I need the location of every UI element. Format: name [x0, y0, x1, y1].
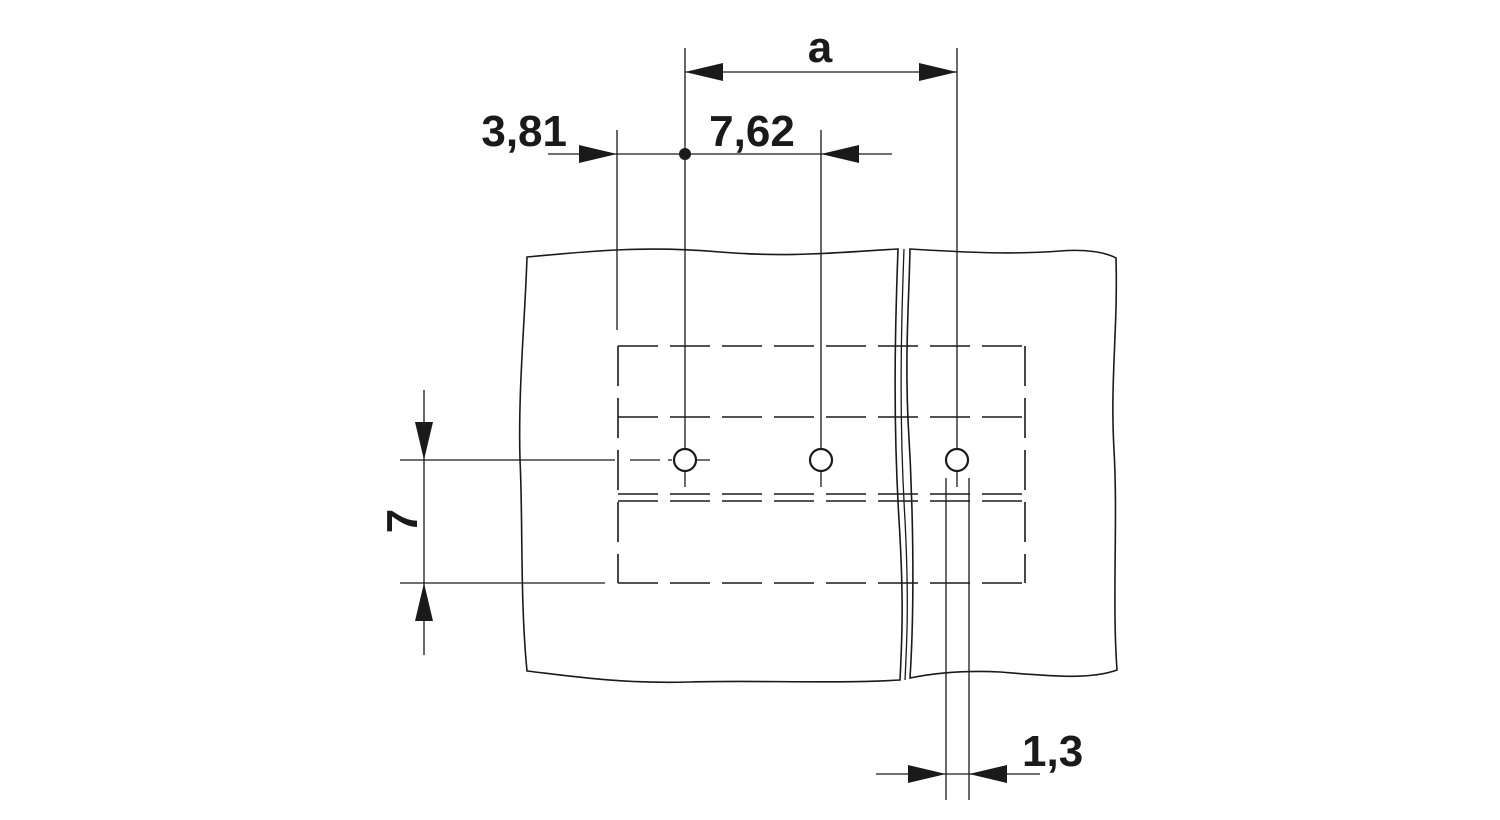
dim-label-pitch: 7,62	[709, 107, 795, 156]
pcb-outline-left	[518, 248, 903, 684]
arrow-a-left	[685, 63, 723, 81]
arrow-row-bottom	[415, 583, 433, 621]
dim-label-a: a	[808, 23, 833, 72]
arrow-row-top	[415, 422, 433, 460]
dim-label-row: 7	[378, 509, 427, 533]
hole-2	[808, 447, 834, 473]
dim-label-hole: 1,3	[1022, 727, 1083, 776]
dim-origin-dot	[679, 148, 691, 160]
break-line	[900, 248, 908, 681]
arrow-hole-left	[908, 765, 946, 783]
dim-label-offset: 3,81	[481, 107, 567, 156]
arrow-pitch	[821, 145, 859, 163]
hole-3	[944, 447, 970, 473]
pcb-outline-right	[906, 248, 1118, 679]
arrow-hole-right	[969, 765, 1007, 783]
hole-1	[672, 447, 698, 473]
arrow-offset	[579, 145, 617, 163]
arrow-a-right	[919, 63, 957, 81]
